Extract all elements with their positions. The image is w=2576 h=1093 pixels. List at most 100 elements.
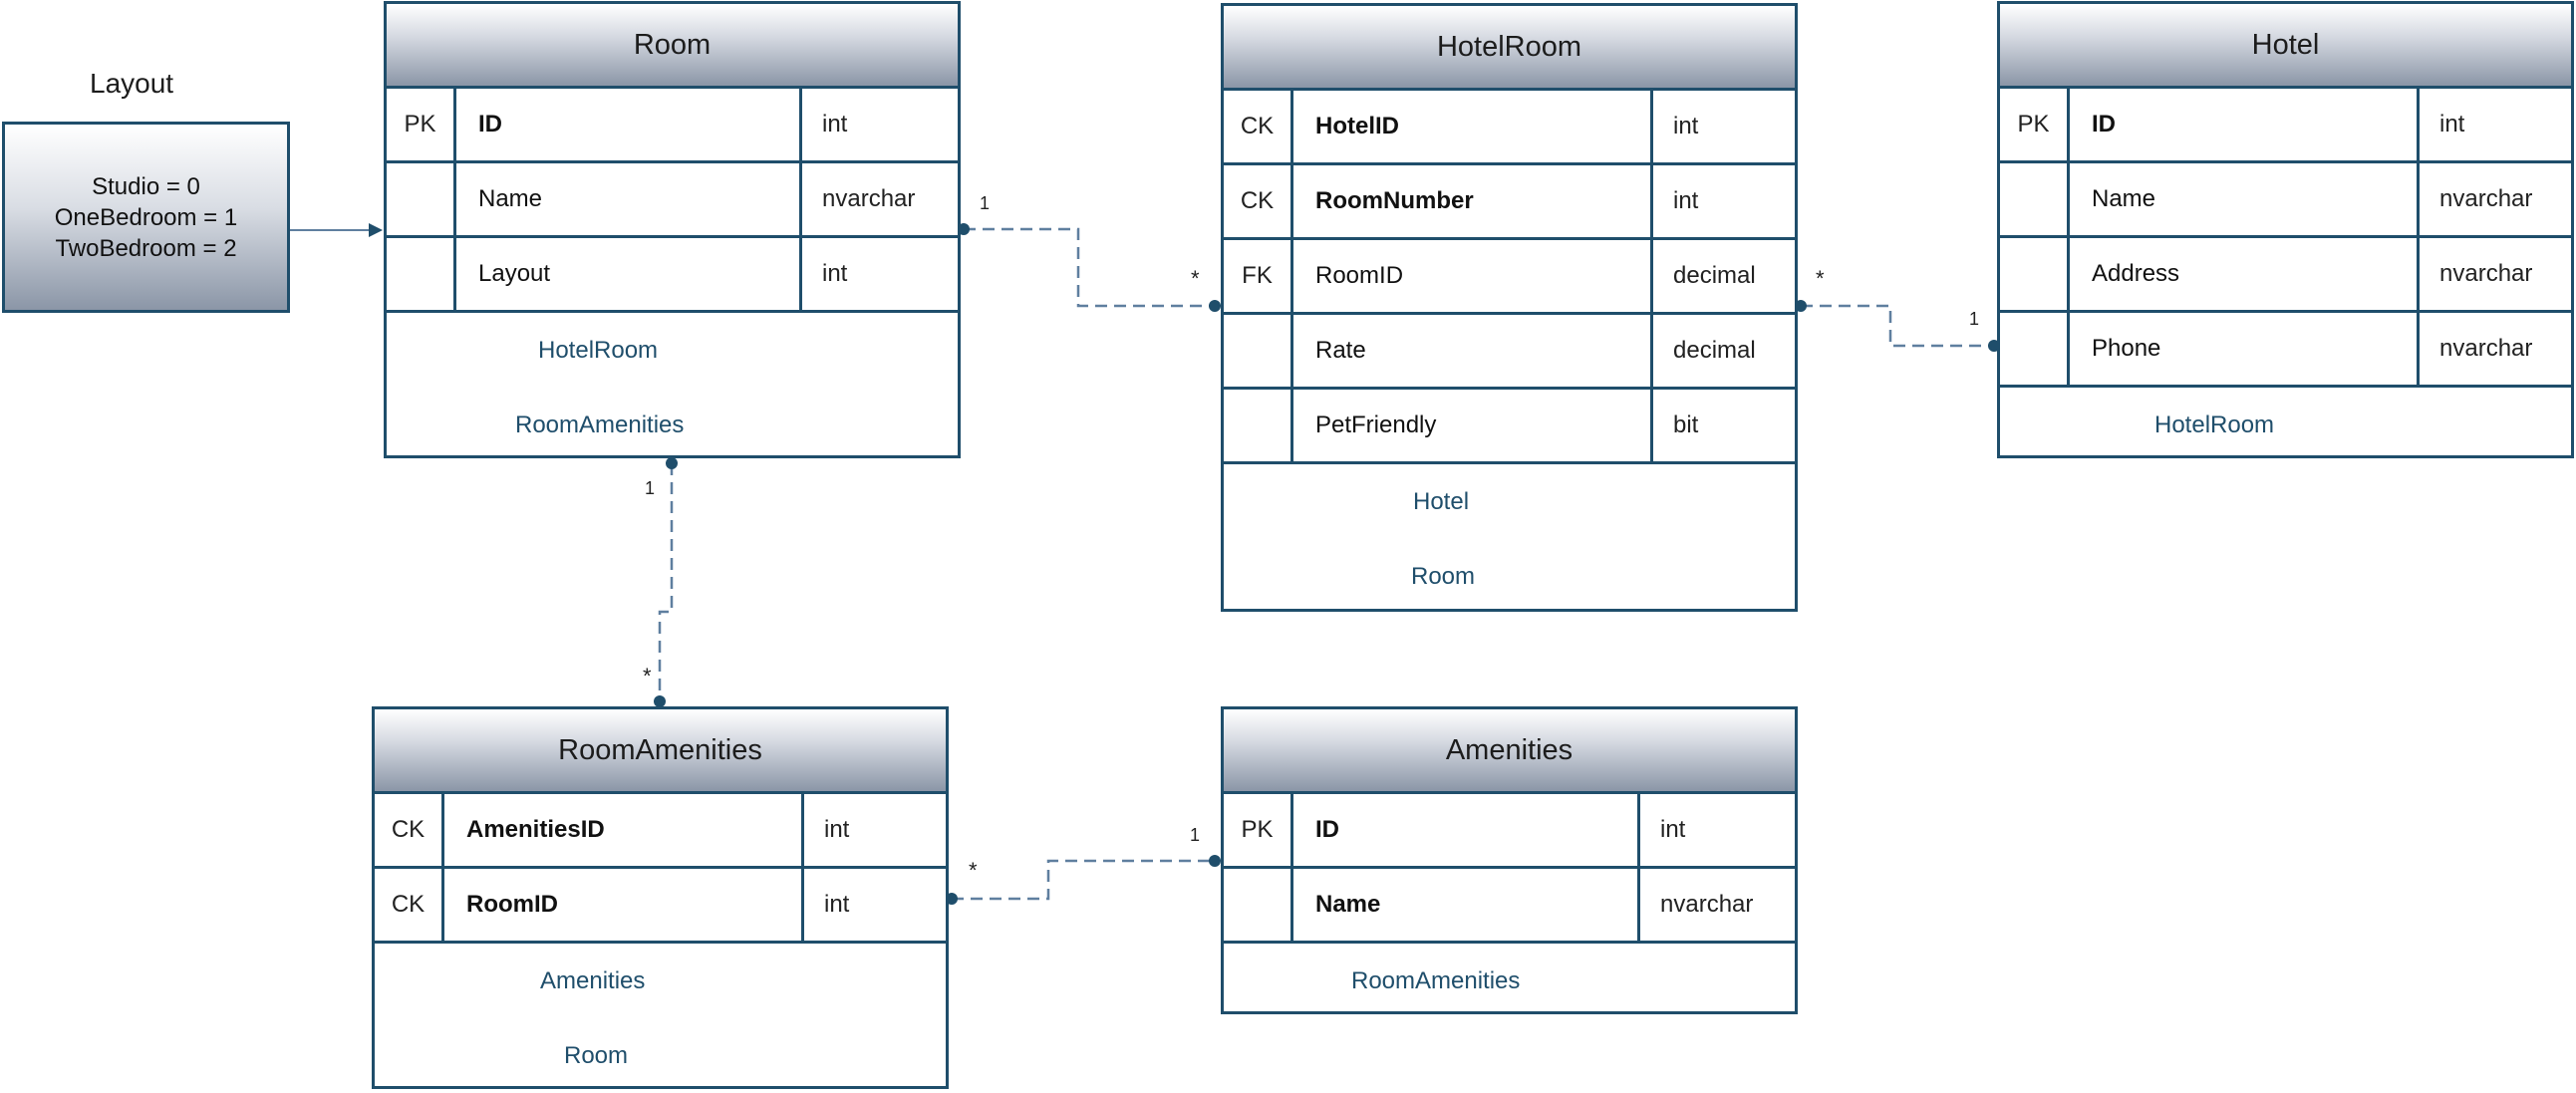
entity-title: Room: [387, 4, 958, 89]
key-badge: PK: [2000, 89, 2070, 160]
field-name: RoomID: [444, 869, 804, 941]
field-name: RoomNumber: [1293, 165, 1653, 237]
field-type: bit: [1673, 411, 1699, 438]
field-type: decimal: [1673, 262, 1756, 289]
rel-roomamenities-amenities-end: [946, 893, 958, 905]
entity-roomamenities[interactable]: RoomAmenities CK AmenitiesID int CK Room…: [372, 706, 949, 1089]
field-row[interactable]: FK RoomID decimal: [1224, 240, 1795, 315]
field-name: AmenitiesID: [444, 794, 804, 866]
rel-hotelroom-hotel: [1801, 304, 1994, 348]
field-row[interactable]: CK AmenitiesID int: [375, 794, 946, 869]
nav-property[interactable]: Hotel: [1413, 487, 1470, 515]
rel-roomamenities-amenities: [952, 859, 1215, 901]
enum-value: OneBedroom = 1: [54, 203, 238, 231]
entity-title: Amenities: [1224, 709, 1795, 794]
rel-label: 1: [1969, 309, 1979, 329]
field-row[interactable]: Name nvarchar: [1224, 869, 1795, 944]
rel-room-roomamenities: [658, 463, 674, 701]
field-type: decimal: [1673, 337, 1756, 364]
rel-label: 1: [1190, 825, 1200, 845]
field-row[interactable]: Rate decimal: [1224, 315, 1795, 390]
field-type: int: [1673, 187, 1699, 214]
rel-label: *: [969, 858, 978, 883]
field-name: RoomID: [1293, 240, 1653, 312]
rel-room-hotelroom-end: [1209, 300, 1221, 312]
layout-enum-title: Layout: [90, 68, 174, 99]
field-row[interactable]: PK ID int: [387, 89, 958, 163]
field-type: int: [824, 891, 850, 918]
nav-property[interactable]: RoomAmenities: [515, 410, 685, 438]
entity-amenities[interactable]: Amenities PK ID int Name nvarchar RoomAm…: [1221, 706, 1798, 1014]
field-type: int: [822, 260, 848, 287]
field-row[interactable]: PetFriendly bit: [1224, 390, 1795, 464]
field-type: int: [1673, 113, 1699, 139]
field-type: int: [1660, 816, 1686, 843]
key-badge: CK: [1224, 165, 1293, 237]
nav-property[interactable]: Room: [1411, 562, 1476, 590]
entity-hotel[interactable]: Hotel PK ID int Name nvarchar Address nv…: [1997, 1, 2574, 458]
rel-label: 1: [980, 193, 990, 213]
field-type: nvarchar: [822, 185, 916, 212]
enum-arrowhead: [369, 223, 383, 237]
enum-value: TwoBedroom = 2: [55, 234, 237, 262]
rel-label: 1: [645, 478, 655, 498]
field-name: Phone: [2070, 313, 2420, 385]
nav-property[interactable]: HotelRoom: [2154, 410, 2275, 438]
field-row[interactable]: Layout int: [387, 238, 958, 313]
key-badge: [1224, 390, 1293, 461]
key-badge: FK: [1224, 240, 1293, 312]
field-row[interactable]: CK HotelID int: [1224, 91, 1795, 165]
field-type: nvarchar: [1660, 891, 1754, 918]
key-badge: [2000, 313, 2070, 385]
entity-title: Hotel: [2000, 4, 2571, 89]
field-row[interactable]: PK ID int: [1224, 794, 1795, 869]
field-row[interactable]: Address nvarchar: [2000, 238, 2571, 313]
field-name: Rate: [1293, 315, 1653, 387]
entity-room[interactable]: Room PK ID int Name nvarchar Layout int …: [384, 1, 961, 458]
rel-hotelroom-hotel-end: [1795, 300, 1807, 312]
rel-room-roomamenities-end: [666, 457, 678, 469]
field-type: nvarchar: [2439, 260, 2533, 287]
enum-value: Studio = 0: [92, 172, 200, 200]
key-badge: PK: [387, 89, 456, 160]
field-name: Name: [456, 163, 802, 235]
nav-property[interactable]: RoomAmenities: [1351, 966, 1521, 994]
field-name: Name: [1293, 869, 1640, 941]
field-row[interactable]: CK RoomID int: [375, 869, 946, 944]
key-badge: [2000, 163, 2070, 235]
rel-room-roomamenities-end: [654, 695, 666, 707]
field-type: int: [2439, 111, 2465, 137]
field-row[interactable]: Phone nvarchar: [2000, 313, 2571, 388]
entity-title: RoomAmenities: [375, 709, 946, 794]
field-name: Layout: [456, 238, 802, 310]
entity-title: HotelRoom: [1224, 6, 1795, 91]
layout-enum-box[interactable]: Studio = 0 OneBedroom = 1 TwoBedroom = 2: [2, 122, 290, 313]
key-badge: PK: [1224, 794, 1293, 866]
field-row[interactable]: CK RoomNumber int: [1224, 165, 1795, 240]
entity-hotelroom[interactable]: HotelRoom CK HotelID int CK RoomNumber i…: [1221, 3, 1798, 612]
key-badge: CK: [375, 794, 444, 866]
rel-room-hotelroom: [964, 227, 1215, 308]
nav-property[interactable]: HotelRoom: [538, 336, 659, 364]
key-badge: [1224, 869, 1293, 941]
field-name: Name: [2070, 163, 2420, 235]
rel-roomamenities-amenities-end: [1209, 855, 1221, 867]
key-badge: CK: [375, 869, 444, 941]
field-name: ID: [2070, 89, 2420, 160]
rel-room-hotelroom-end: [958, 223, 970, 235]
field-name: PetFriendly: [1293, 390, 1653, 461]
nav-property[interactable]: Amenities: [540, 966, 646, 994]
field-name: ID: [456, 89, 802, 160]
field-row[interactable]: Name nvarchar: [387, 163, 958, 238]
field-name: Address: [2070, 238, 2420, 310]
nav-property[interactable]: Room: [564, 1041, 629, 1069]
key-badge: [1224, 315, 1293, 387]
key-badge: [387, 163, 456, 235]
field-row[interactable]: Name nvarchar: [2000, 163, 2571, 238]
field-type: nvarchar: [2439, 185, 2533, 212]
rel-label: *: [1816, 266, 1825, 291]
field-name: ID: [1293, 794, 1640, 866]
key-badge: CK: [1224, 91, 1293, 162]
field-row[interactable]: PK ID int: [2000, 89, 2571, 163]
